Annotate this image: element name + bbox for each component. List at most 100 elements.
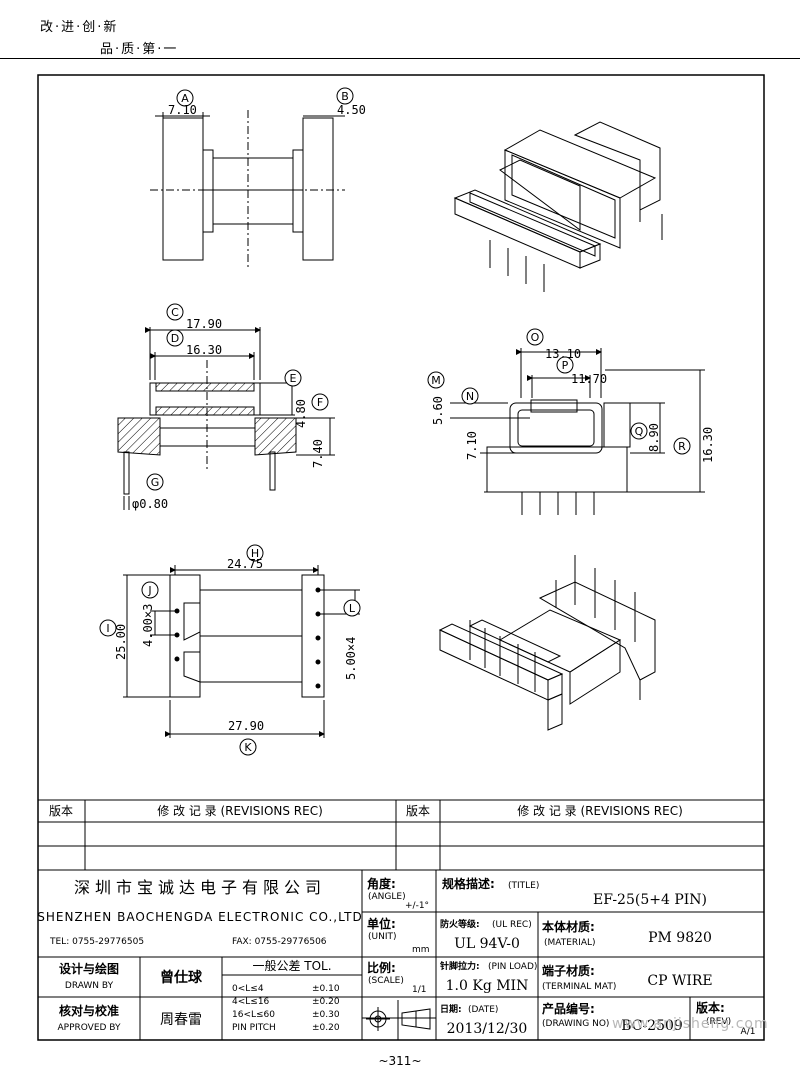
dim-j: J 4.00×3: [141, 581, 159, 647]
material-value: PM 9820: [648, 930, 712, 946]
pin-load-sub: (PIN LOAD): [488, 962, 537, 972]
dim-j-value: 4.00×3: [141, 604, 155, 647]
dim-k-value: 27.90: [228, 719, 264, 733]
dim-b-value: 4.50: [337, 103, 366, 117]
rev-sub: (REV): [706, 1017, 731, 1027]
dim-o-label: O: [531, 331, 540, 344]
watermark: www.anjisheng.com: [612, 1016, 769, 1032]
rev-col-version-right: 版本: [406, 804, 430, 818]
revisions-table: [38, 799, 764, 871]
dim-c: C 17.90: [166, 303, 222, 331]
rev-col-record-right: 修 改 记 录 (REVISIONS REC): [517, 803, 683, 818]
dim-b: B 4.50: [303, 87, 366, 117]
rev-value: A/1: [741, 1027, 756, 1037]
dim-g: G φ0.80: [132, 473, 168, 511]
title-value: EF-25(5+4 PIN): [593, 892, 707, 908]
tol-value-4: ±0.20: [312, 1023, 340, 1033]
header-rule: [0, 58, 800, 59]
terminal-label: 端子材质:: [542, 963, 595, 978]
dim-q-label: Q: [635, 425, 644, 438]
view-section: [117, 327, 335, 510]
dim-a-label: A: [181, 92, 189, 105]
approved-by-label: 核对与校准: [59, 1003, 119, 1018]
drawn-by-sub: DRAWN BY: [65, 981, 114, 991]
dim-j-label: J: [147, 584, 151, 597]
view-isometric-top: [453, 121, 663, 292]
dim-e-value: 4.80: [294, 399, 308, 428]
dim-p: P 11.70: [556, 356, 607, 386]
dim-g-label: G: [151, 476, 160, 489]
rev-label: 版本:: [696, 1000, 725, 1015]
dim-l-label: L: [349, 602, 356, 615]
dim-m: M 5.60: [427, 371, 445, 425]
drawn-by-label: 设计与绘图: [59, 961, 119, 976]
view-bottom: [123, 565, 360, 738]
title-label: 规格描述:: [442, 876, 495, 891]
dim-m-label: M: [431, 374, 441, 387]
drawing-no-value: BC-2509: [621, 1018, 683, 1034]
dim-h: H 24.75: [227, 544, 264, 571]
dim-r-value: 16.30: [701, 427, 715, 463]
dim-i-value: 25.00: [114, 624, 128, 660]
angle-value: +/-1°: [405, 901, 429, 911]
scale-value: 1/1: [412, 985, 426, 995]
slogan-line-1: 改·进·创·新: [40, 20, 119, 35]
page-number: ~311~: [378, 1054, 422, 1068]
dim-r-label: R: [678, 440, 686, 453]
company-tel: TEL: 0755-29776505: [49, 937, 144, 947]
unit-sub: (UNIT): [368, 932, 397, 942]
tol-range-4: PIN PITCH: [232, 1023, 276, 1033]
date-label: 日期:: [440, 1003, 462, 1015]
dim-a: A 7.10: [168, 89, 197, 117]
dim-d: D 16.30: [166, 329, 222, 357]
dim-a-value: 7.10: [168, 103, 197, 117]
dim-l: L 5.00×4: [343, 599, 361, 680]
dim-g-value: φ0.80: [132, 497, 168, 511]
dim-h-value: 24.75: [227, 557, 263, 571]
date-sub: (DATE): [468, 1005, 498, 1015]
dim-f-label: F: [317, 396, 323, 409]
company-name-en: SHENZHEN BAOCHENGDA ELECTRONIC CO.,LTD: [37, 910, 362, 924]
drawing-no-sub: (DRAWING NO): [542, 1019, 609, 1029]
angle-label: 角度:: [367, 876, 396, 891]
rev-col-record-left: 修 改 记 录 (REVISIONS REC): [157, 803, 323, 818]
unit-value: mm: [412, 945, 430, 955]
view-side: [150, 110, 345, 268]
approved-by-value: 周春雷: [160, 1012, 202, 1028]
dim-e: E 4.80: [284, 369, 308, 428]
dim-h-label: H: [251, 547, 259, 560]
dim-p-label: P: [562, 359, 569, 372]
ul-sub: (UL REC): [492, 920, 532, 930]
scale-sub: (SCALE): [368, 976, 404, 986]
dim-r: R 16.30: [673, 427, 715, 463]
company-name-cn: 深圳市宝诚达电子有限公司: [74, 878, 326, 897]
drawing-no-label: 产品编号:: [542, 1001, 595, 1016]
dim-d-value: 16.30: [186, 343, 222, 357]
dim-q-value: 8.90: [647, 423, 661, 452]
dim-p-value: 11.70: [571, 372, 607, 386]
dim-n-value: 7.10: [465, 431, 479, 460]
material-sub: (MATERIAL): [544, 938, 596, 948]
unit-label: 单位:: [367, 916, 396, 931]
terminal-value: CP WIRE: [647, 973, 712, 989]
approved-by-sub: APPROVED BY: [57, 1023, 121, 1033]
material-label: 本体材质:: [542, 919, 595, 934]
tol-value-1: ±0.10: [312, 984, 340, 994]
angle-sub: (ANGLE): [368, 892, 406, 902]
title-sub: (TITLE): [508, 881, 539, 891]
dim-o-value: 13.10: [545, 347, 581, 361]
dim-q: Q 8.90: [630, 422, 661, 452]
pin-load-label: 针脚拉力:: [440, 960, 480, 972]
dim-n: N 7.10: [461, 387, 479, 460]
dim-d-label: D: [171, 332, 179, 345]
projection-symbol: [366, 1007, 431, 1031]
slogan-line-2: 品·质·第·一: [100, 42, 179, 57]
view-isometric-bottom: [438, 555, 656, 731]
dim-k: 27.90 K: [228, 719, 264, 756]
dim-c-label: C: [171, 306, 179, 319]
rev-col-version-left: 版本: [49, 804, 73, 818]
dim-n-label: N: [466, 390, 474, 403]
dim-o: O 13.10: [526, 328, 581, 361]
dim-f: F 7.40: [311, 393, 329, 468]
